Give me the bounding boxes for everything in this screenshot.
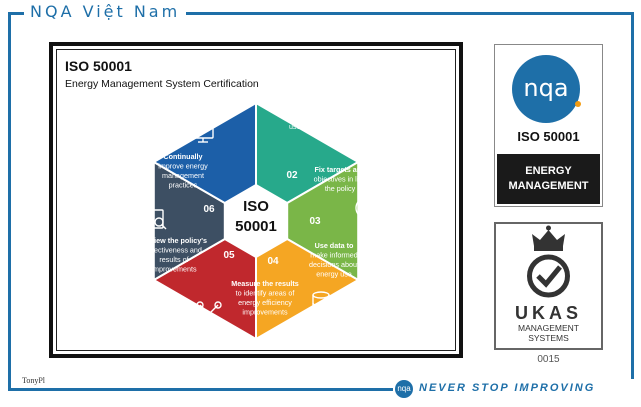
step-06-text-line: practices (169, 181, 198, 190)
step-01-text-line: use of energy (289, 122, 333, 131)
step-06-number: 06 (203, 204, 215, 215)
monitor-icon (192, 123, 214, 143)
step-05-text-line: improvements (151, 265, 197, 274)
step-03-text-line: Use data to (315, 241, 354, 250)
slide-inner-border (56, 49, 456, 351)
step-04-number: 04 (267, 256, 279, 267)
step-04-text-line: improvements (242, 308, 288, 317)
nqa-logo-text: nqa (523, 74, 569, 102)
page-frame (8, 12, 634, 391)
center-label-iso: ISO (243, 198, 269, 215)
step-05-text-line: effectiveness and (146, 246, 202, 255)
ukas-line1: MANAGEMENT (518, 323, 579, 333)
target-icon (355, 195, 379, 219)
cycle-segment-06 (151, 101, 257, 205)
step-06-text-line: improve energy (158, 162, 208, 171)
credit-text: TonyPl (22, 376, 45, 385)
step-02-text-line: the policy (325, 184, 356, 193)
ukas-title: UKAS (515, 303, 582, 323)
footer-nqa-logo: nqa (395, 380, 413, 398)
step-01-text-line: for more efficient (289, 113, 342, 122)
ukas-mark: UKAS MANAGEMENT SYSTEMS (515, 225, 582, 343)
nqa-certification-badge: nqa ISO 50001 ENERGY MANAGEMENT (494, 44, 603, 207)
clipboard-icon (306, 107, 324, 129)
step-04-text-line: energy efficiency (238, 298, 292, 307)
badge-scope: ENERGY MANAGEMENT (497, 154, 600, 204)
ukas-line2: SYSTEMS (528, 333, 569, 343)
badge-scope-line2: MANAGEMENT (508, 180, 589, 192)
tools-icon (196, 301, 222, 324)
nqa-logo: nqa (512, 55, 580, 123)
check-circle-icon (527, 254, 570, 298)
step-04-text-line: Measure the results (231, 279, 299, 288)
step-02-text-line: Fix targets and (314, 165, 365, 174)
step-05-number: 05 (223, 250, 235, 261)
footer-tagline: NEVER STOP IMPROVING (419, 382, 596, 394)
step-03-text-line: decisions about (309, 260, 359, 269)
brand-title: NQA Việt Nam (24, 2, 187, 22)
step-06-text-line: management (162, 171, 204, 180)
document-search-icon (148, 209, 167, 230)
nqa-logo-dot (575, 101, 581, 107)
step-02-number: 02 (286, 170, 298, 181)
slide-title: ISO 50001 (65, 58, 132, 74)
step-03-text-line: energy use (316, 270, 352, 279)
ukas-badge: UKAS MANAGEMENT SYSTEMS (494, 222, 603, 350)
step-03-number: 03 (309, 216, 321, 227)
database-icon (312, 291, 330, 315)
step-06-text-line: Continually (163, 152, 202, 161)
step-03-text-line: make informed (310, 251, 358, 260)
step-05-text-line: results of (159, 255, 188, 264)
footer-tagline-bar: nqa NEVER STOP IMPROVING (393, 379, 641, 399)
crown-icon (532, 225, 565, 251)
step-05-text-line: Review the policy's (141, 236, 207, 245)
badge-standard: ISO 50001 (517, 129, 580, 144)
step-04-text-line: to identify areas of (236, 289, 295, 298)
slide-subtitle: Energy Management System Certification (65, 78, 259, 90)
step-02-text-line: objectives in line (314, 175, 367, 184)
ukas-accreditation-number: 0015 (537, 354, 560, 365)
iso-slide: ISO 50001 Energy Management System Certi… (49, 42, 463, 358)
center-label-number: 50001 (235, 218, 277, 235)
badge-scope-line1: ENERGY (525, 165, 572, 177)
